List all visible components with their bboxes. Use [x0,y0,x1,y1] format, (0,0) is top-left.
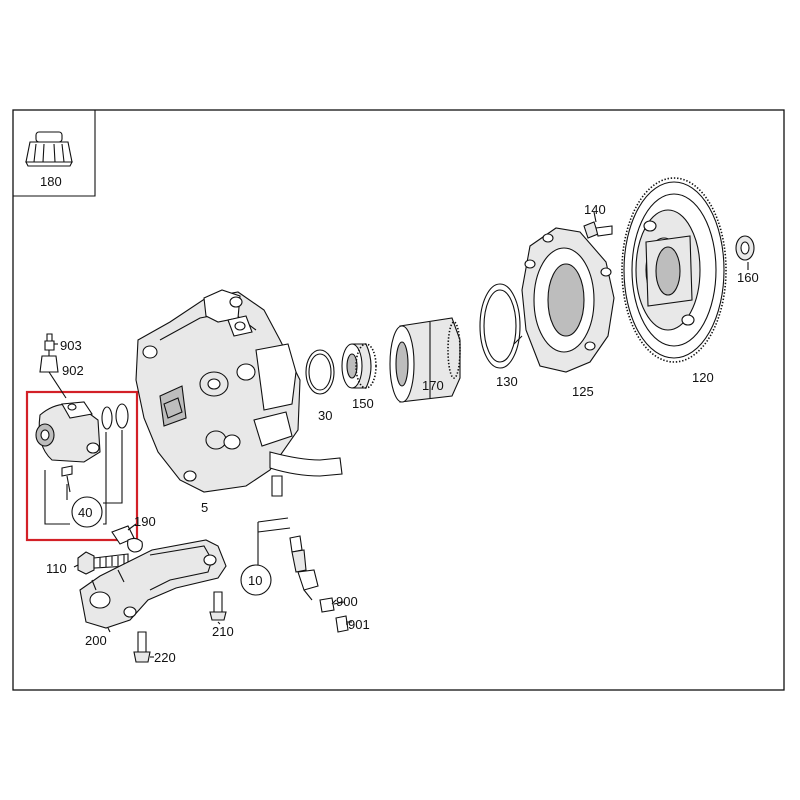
callout-labels: 903 902 40 190 110 200 210 220 10 900 90… [46,202,759,665]
callout-900: 900 [336,594,358,609]
bushing-170 [389,317,461,403]
callout-160: 160 [737,270,759,285]
callout-200: 200 [85,633,107,648]
bolt-140 [583,221,613,239]
callout-150: 150 [352,396,374,411]
gear-120 [621,177,727,363]
callout-210: 210 [212,624,234,639]
callout-40: 40 [78,505,92,520]
o-ring-30 [305,349,335,395]
inset-box-part-180: 180 [13,110,96,197]
cap-nut-icon [25,131,73,167]
plug-901 [335,615,352,633]
callout-901: 901 [348,617,370,632]
nut-160 [735,235,755,261]
callout-902: 902 [62,363,84,378]
flange-housing-125 [521,227,615,373]
sensor-kit-10 [240,517,319,601]
callout-125: 125 [572,384,594,399]
bolt-220 [133,631,151,663]
snap-ring-130 [479,283,523,369]
bracket-190 [111,525,143,553]
callout-130: 130 [496,374,518,389]
callout-5: 5 [201,500,208,515]
inset-label: 180 [40,174,62,189]
callout-140: 140 [584,202,606,217]
pump-body-5 [135,289,343,497]
callout-10: 10 [248,573,262,588]
valve-assembly-40 [35,401,129,528]
bolt-210 [209,591,227,621]
callout-170: 170 [422,378,444,393]
callout-120: 120 [692,370,714,385]
connector-902 [39,355,67,399]
support-bracket-200 [79,539,227,629]
bolt-110 [77,551,129,575]
sensor-900 [319,597,345,613]
callout-220: 220 [154,650,176,665]
bearing-ring-150 [341,343,377,389]
callout-110: 110 [46,561,67,576]
leader-lines [54,211,749,658]
callout-903: 903 [60,338,82,353]
callout-30: 30 [318,408,332,423]
plug-903 [44,333,55,356]
highlight-frame-part-40 [25,390,139,542]
callout-190: 190 [134,514,156,529]
